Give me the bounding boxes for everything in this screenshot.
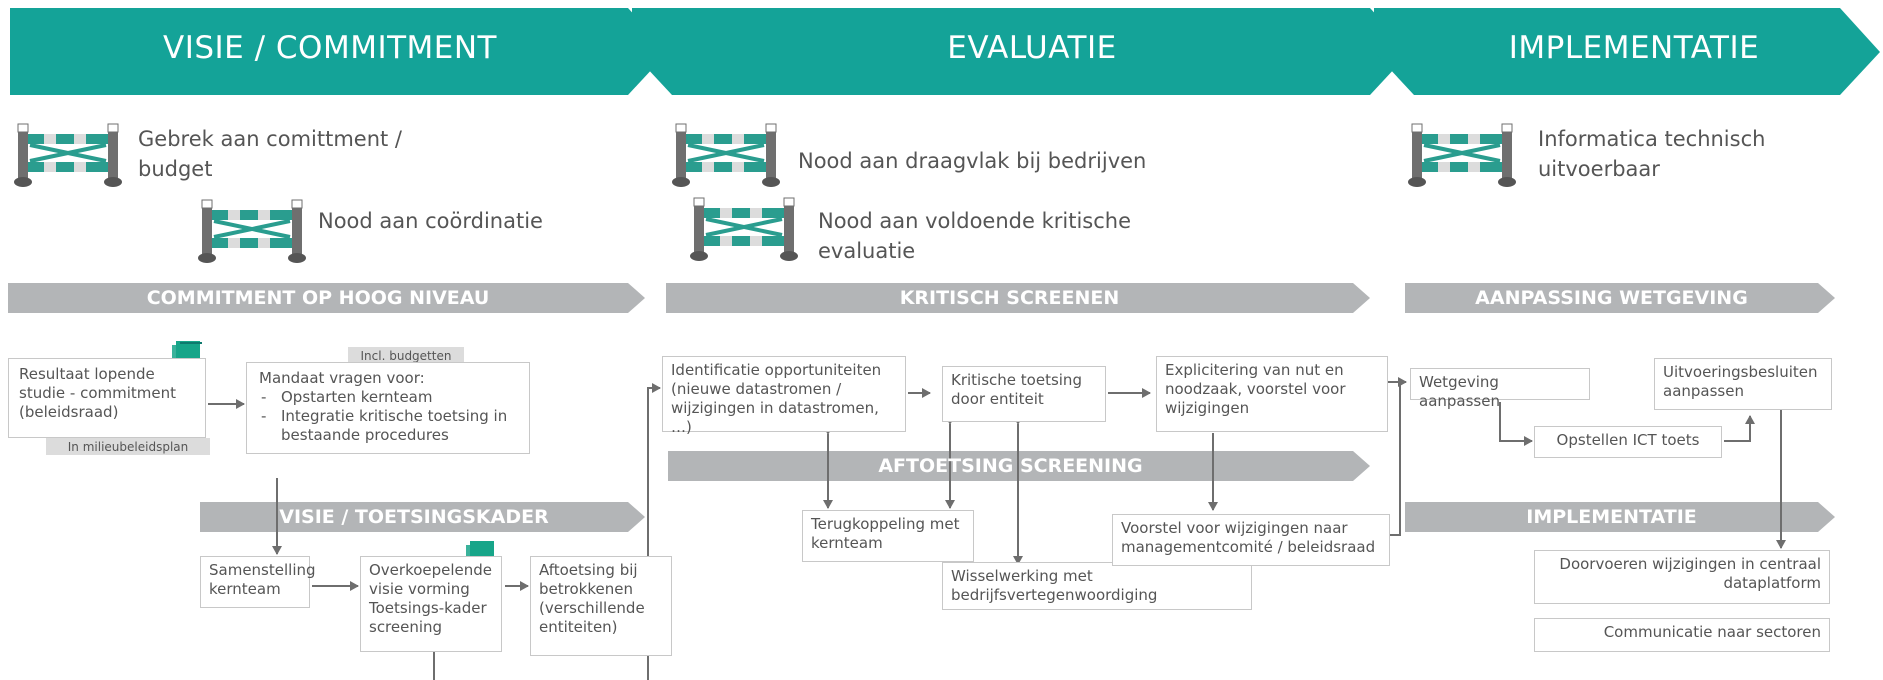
band-kritisch-screenen: KRITISCH SCREENEN [899,287,1120,309]
barrier-icon [198,194,306,268]
challenge-informatica: Informatica technisch uitvoerbaar [1538,127,1766,181]
band-aanpassing-wetgeving: AANPASSING WETGEVING [1475,287,1748,309]
band-commitment-hoog-niveau: COMMITMENT OP HOOG NIVEAU [146,287,490,309]
box-wetgeving-aanpassen: Wetgeving aanpassen [1410,368,1590,410]
box-wisselwerking: Wisselwerking met bedrijfsvertegenwoordi… [942,562,1252,610]
band-visie-toetsingskader: VISIE / TOETSINGSKADER [279,506,549,528]
band-3-shape [1405,283,1835,313]
barrier-icon [690,192,798,266]
band-aftoetsing-screening: AFTOETSING SCREENING [878,455,1143,477]
box-identificatie: Identificatie opportuniteiten (nieuwe da… [662,356,906,436]
box-kritische-toetsing: Kritische toetsing door entiteit [942,366,1106,422]
barrier-icon [1408,118,1516,192]
box-terugkoppeling: Terugkoppeling met kernteam [802,510,974,562]
box-resultaat-studie: Resultaat lopende studie - commitment (b… [8,358,206,438]
box-opstellen-ict-toets: Opstellen ICT toets [1534,426,1722,458]
phase-chevron-3 [1374,8,1880,95]
band-1-shape [8,283,645,313]
box-overkoepelende-visie: Overkoepelende visie vorming Toetsings-k… [360,556,502,652]
phase-implementatie: IMPLEMENTATIE [1508,29,1760,66]
box-samenstelling-kernteam: Samenstelling kernteam [200,556,316,608]
mandaat-item: Integratie kritische toetsing in bestaan… [259,407,517,445]
challenge-kritische-evaluatie: Nood aan voldoende kritische evaluatie [818,209,1131,263]
mandaat-item: Opstarten kernteam [259,388,517,407]
challenge-commitment-budget: Gebrek aan comittment / budget [138,127,402,181]
band-6-shape [1405,502,1835,532]
box-doorvoeren-wijzigingen: Doorvoeren wijzigingen in centraal datap… [1534,550,1830,604]
mandaat-title: Mandaat vragen voor: [259,369,425,387]
box-mandaat: Mandaat vragen voor: Opstarten kernteam … [246,362,530,454]
band-implementatie: IMPLEMENTATIE [1526,506,1697,528]
barrier-icon [14,118,122,192]
challenge-coordinatie: Nood aan coördinatie [318,209,543,233]
tag-incl-budgetten: Incl. budgetten [348,347,464,364]
phase-chevron-1 [10,8,668,95]
box-voorstel-wijzigingen: Voorstel voor wijzigingen naar managemen… [1112,514,1390,566]
phase-evaluatie: EVALUATIE [947,29,1117,66]
phase-visie-commitment: VISIE / COMMITMENT [163,29,497,66]
box-aftoetsing-betrokkenen: Aftoetsing bij betrokkenen (verschillend… [530,556,672,656]
band-4-shape [200,502,645,532]
phase-chevron-2 [632,8,1410,95]
box-explicitering: Explicitering van nut en noodzaak, voors… [1156,356,1388,432]
band-2-shape [666,283,1370,313]
mandaat-list: Opstarten kernteam Integratie kritische … [259,388,517,445]
box-communicatie-sectoren: Communicatie naar sectoren [1534,618,1830,652]
barrier-icon [672,118,780,192]
challenge-draagvlak: Nood aan draagvlak bij bedrijven [798,149,1147,173]
tag-milieubeleidsplan: In milieubeleidsplan [46,438,210,455]
box-uitvoeringsbesluiten: Uitvoeringsbesluiten aanpassen [1654,358,1832,410]
